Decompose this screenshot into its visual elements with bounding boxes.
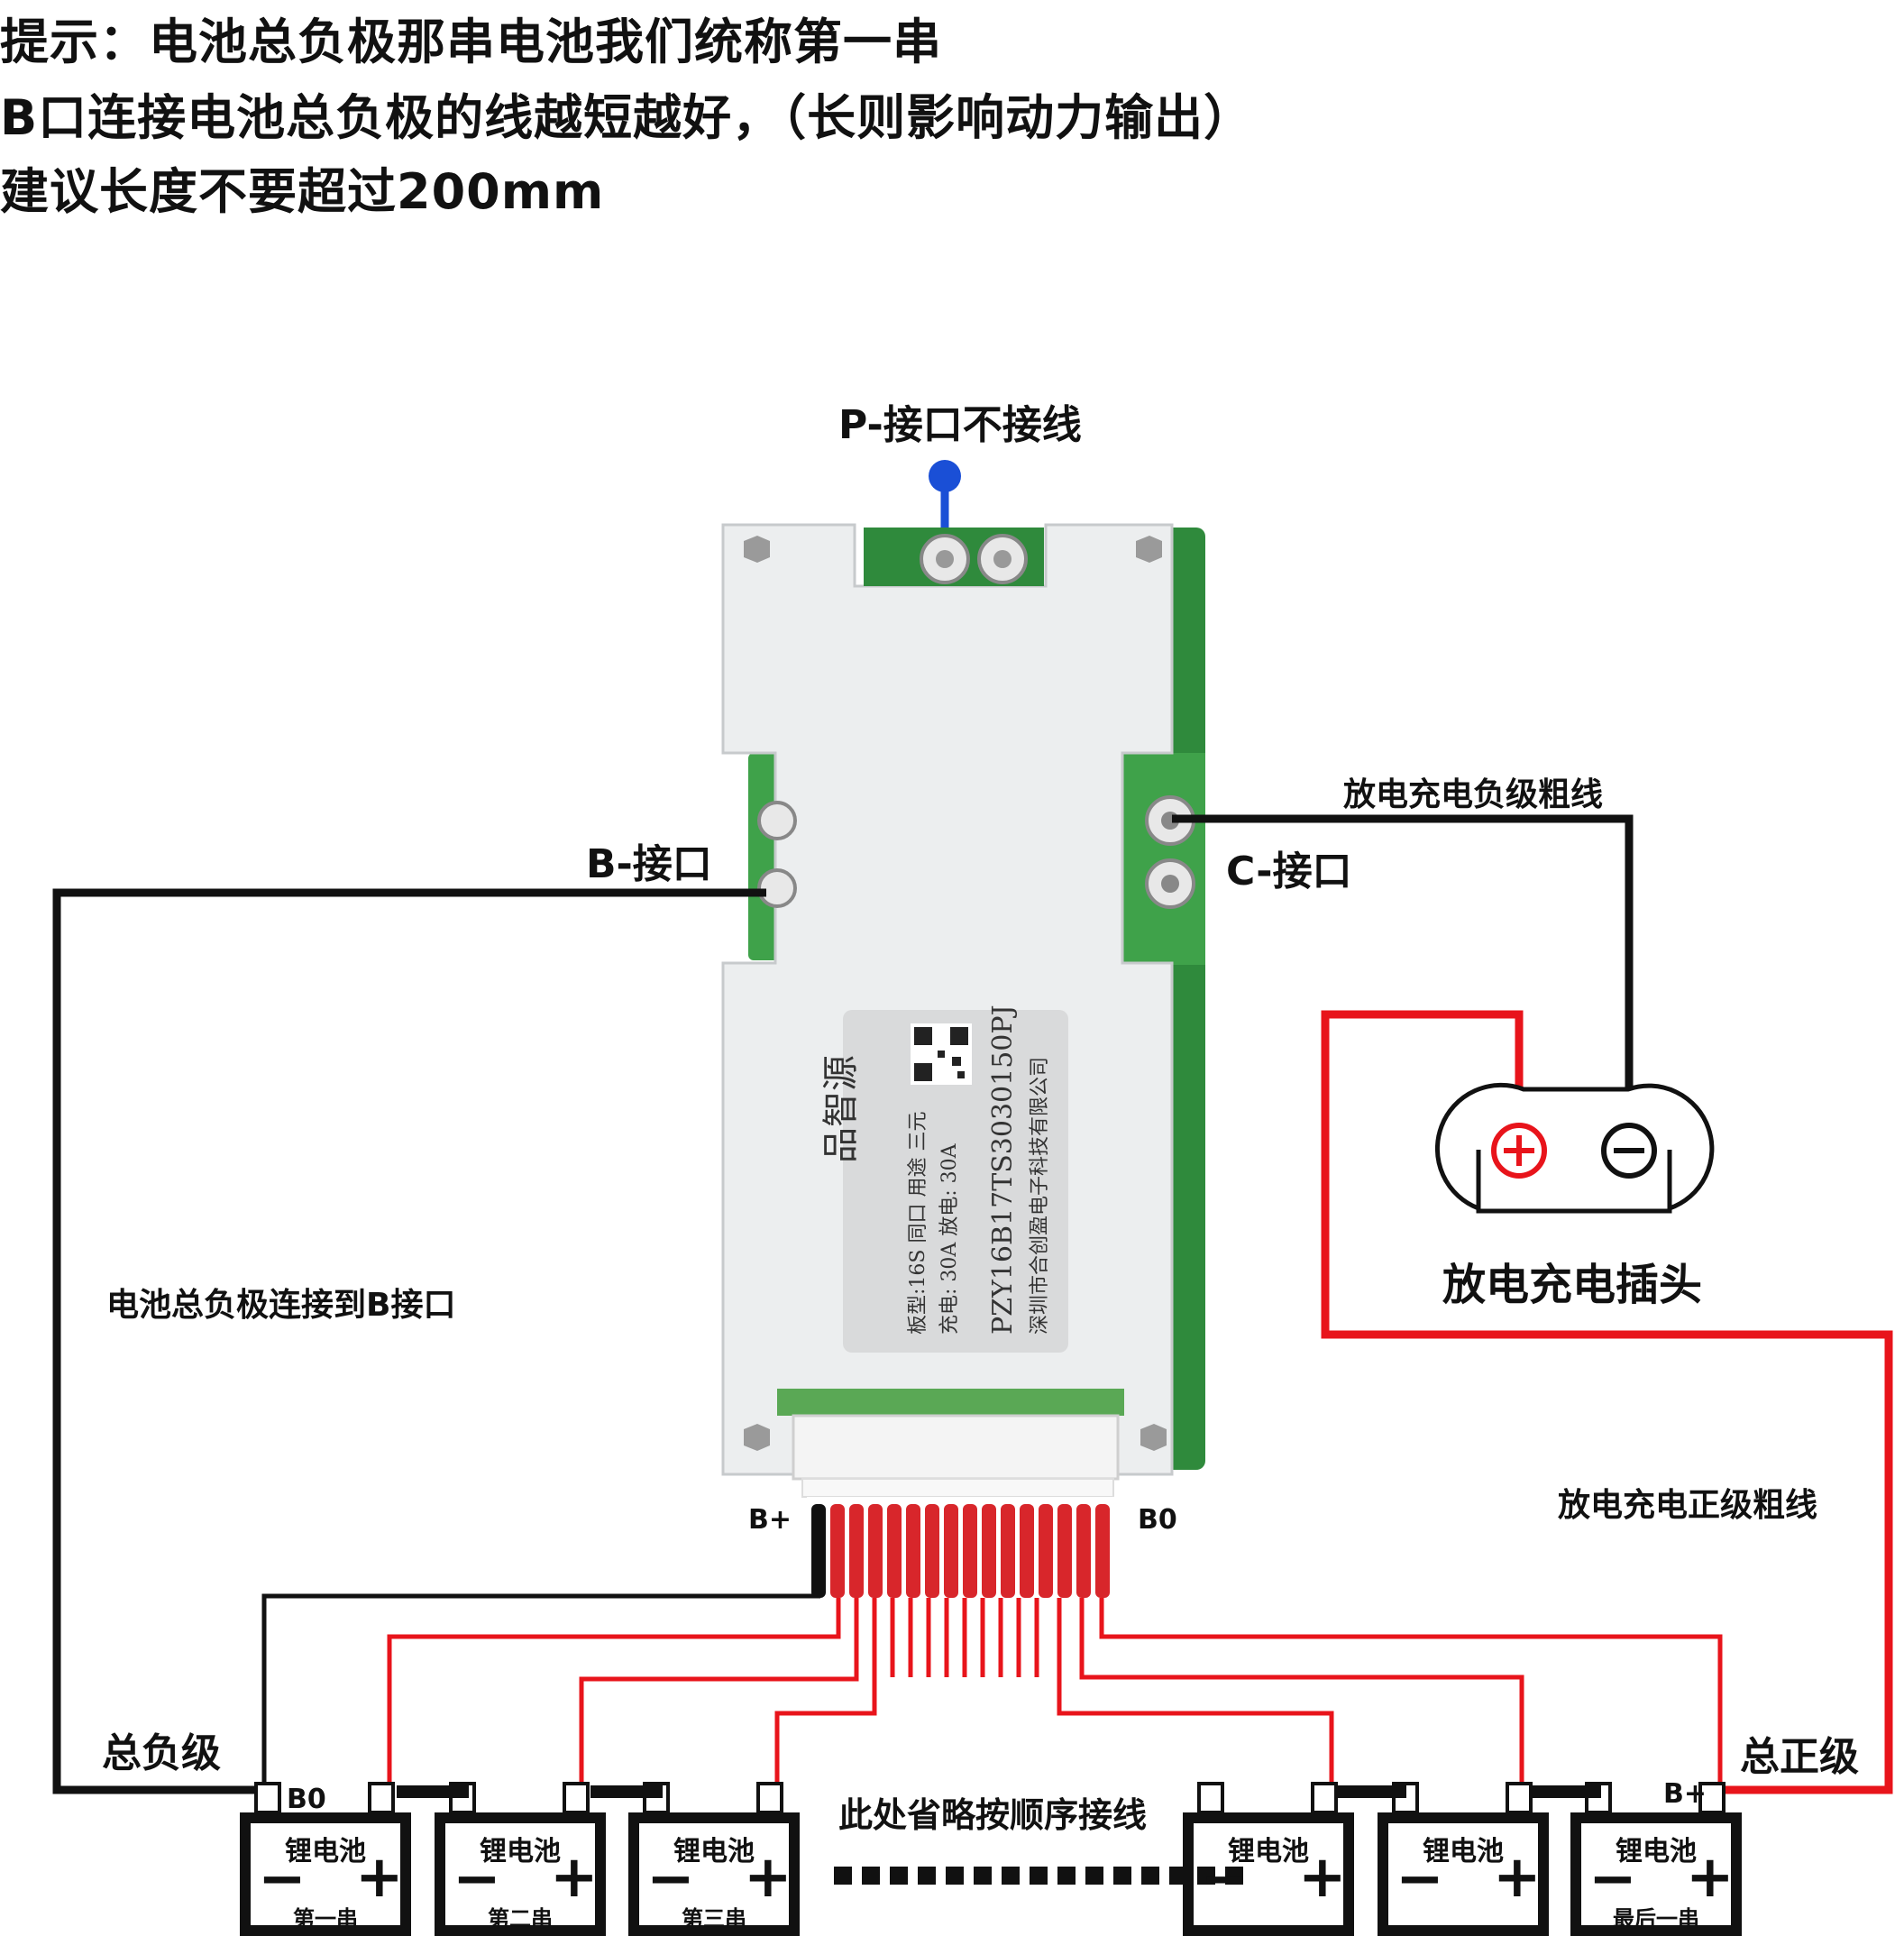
battery-series-label: 最后一串 (1613, 1906, 1699, 1931)
total-positive-label: 总正级 (1740, 1734, 1859, 1780)
battery-label: 锂电池 (480, 1836, 561, 1867)
battery-label: 锂电池 (1616, 1836, 1697, 1867)
positive-main-wire (1321, 1010, 1893, 1794)
battery-series-label: 第一串 (293, 1906, 358, 1931)
bplus-battery-label: B+ (1663, 1778, 1707, 1810)
battery-plus-sign: + (1493, 1844, 1542, 1911)
bplus-connector-label: B+ (748, 1504, 792, 1536)
balance-wire-bundle (807, 1497, 1122, 1598)
battery-minus-sign: − (646, 1846, 695, 1913)
battery-plus-sign: + (1686, 1844, 1735, 1911)
battery-label: 锂电池 (1228, 1836, 1309, 1867)
c-minus-wire (1172, 814, 1634, 1136)
b0-connector-label: B0 (1138, 1504, 1177, 1536)
battery-minus-sign: − (1396, 1846, 1444, 1913)
board-model: PZY16B17TS3030150PJ (987, 1005, 1019, 1335)
battery-series-label: 第三串 (682, 1906, 746, 1931)
plug-label: 放电充电插头 (1442, 1260, 1703, 1310)
battery-plus-sign: + (1298, 1844, 1347, 1911)
board-spec-2: 充电: 30A 放电: 30A (938, 1143, 961, 1335)
battery-plus-sign: + (355, 1844, 404, 1911)
b0-battery-label: B0 (287, 1784, 326, 1815)
battery-label: 锂电池 (1423, 1836, 1504, 1867)
hint-line-2: B口连接电池总负极的线越短越好，（长则影响动力输出） (0, 89, 1254, 146)
battery-2 (435, 1782, 606, 1936)
p-port-label: P-接口不接线 (838, 402, 1082, 448)
total-negative-label: 总负级 (102, 1730, 221, 1776)
board-spec-1: 板型:16S 同口 用途 三元 (907, 1111, 929, 1335)
balance-wires (387, 1598, 1723, 1790)
hint-line-1: 提示：电池总负极那串电池我们统称第一串 (0, 14, 942, 70)
negative-wire-label: 放电充电负级粗线 (1343, 776, 1604, 813)
battery-plus-sign: + (550, 1844, 599, 1911)
board-brand: 品智源 (820, 1055, 862, 1163)
omission-dashes (834, 1867, 1243, 1885)
b-minus-wire (52, 888, 766, 1794)
battery-minus-sign: − (453, 1846, 501, 1913)
b0-balance-wire (261, 1593, 820, 1790)
omitted-label: 此处省略按顺序接线 (838, 1795, 1148, 1835)
battery-3 (628, 1782, 800, 1936)
board-company: 深圳市合创盈电子科技有限公司 (1029, 1056, 1051, 1335)
plug (1434, 1082, 1715, 1214)
bms-board (721, 523, 1205, 1498)
battery-plus-sign: + (744, 1844, 792, 1911)
battery-minus-sign: − (1201, 1846, 1250, 1913)
b-port-label: B-接口 (586, 841, 712, 887)
battery-1 (240, 1782, 411, 1936)
battery-negative-to-b-label: 电池总负极连接到B接口 (106, 1287, 456, 1324)
battery-minus-sign: − (1588, 1846, 1637, 1913)
battery-series-label: 第二串 (488, 1906, 553, 1931)
hint-line-3: 建议长度不要超过200mm (0, 163, 605, 220)
positive-wire-label: 放电充电正级粗线 (1558, 1487, 1818, 1524)
c-port-label: C-接口 (1226, 849, 1352, 895)
battery-minus-sign: − (258, 1846, 307, 1913)
battery-label: 锂电池 (285, 1836, 366, 1867)
battery-label: 锂电池 (673, 1836, 755, 1867)
